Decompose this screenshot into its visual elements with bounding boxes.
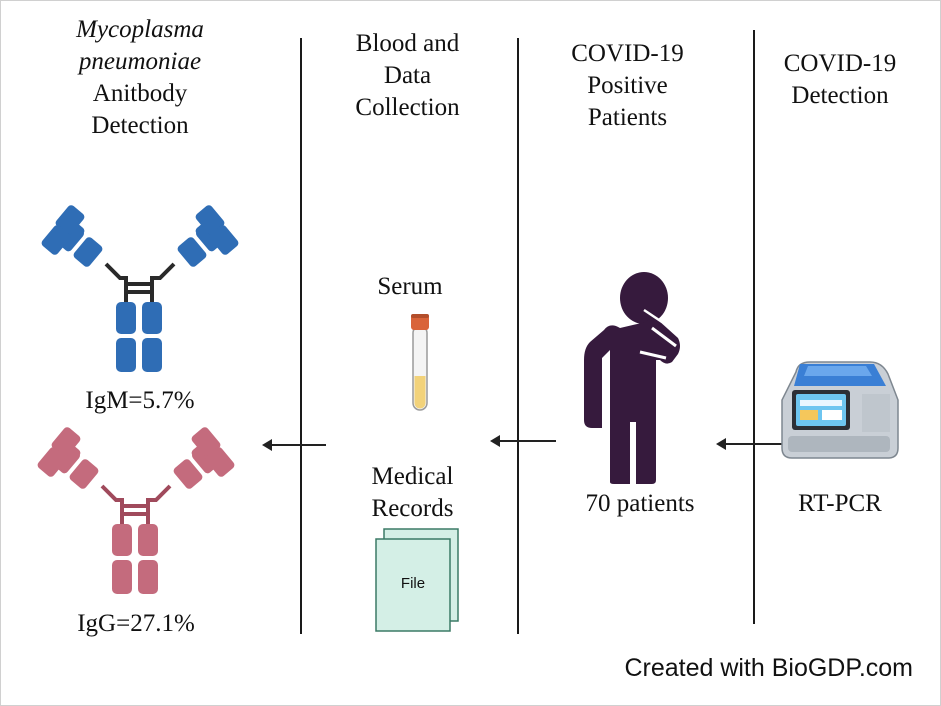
igg-label: IgG=27.1% [77,610,195,637]
title-line: Anitbody [92,80,188,107]
arrow-left-icon [716,438,782,450]
biogdp-credit: Created with BioGDP.com [624,654,913,682]
sick-patient-icon [584,272,680,484]
file-document-icon [375,528,459,632]
column-divider [753,30,755,624]
title-line: Mycoplasma [76,16,204,43]
column-title-blood-data-collection: Blood and Data Collection [310,28,505,124]
title-line: Detection [791,82,889,109]
column-divider [517,38,519,634]
column-divider [300,38,302,634]
arrow-left-icon [262,439,326,451]
title-line: COVID-19 [783,50,897,77]
rt-pcr-label: RT-PCR [798,490,882,517]
igm-antibody-icon [41,205,239,372]
pcr-machine-icon [781,361,899,459]
records-line: Records [371,495,454,522]
arrow-left-icon [490,435,556,447]
igg-antibody-icon [37,427,235,594]
column-title-covid-detection: COVID-19 Detection [760,48,920,112]
title-line: Blood and [355,30,460,57]
patient-count-label: 70 patients [585,490,695,517]
column-title-antibody-detection: Mycoplasma pneumoniae Anitbody Detection [30,14,250,142]
title-line: COVID-19 [571,40,684,67]
title-line: Patients [587,104,668,131]
records-line: Medical [371,463,454,490]
title-line: Collection [355,94,460,121]
medical-records-label: Medical Records [330,461,495,525]
igm-label: IgM=5.7% [85,387,195,414]
title-line: pneumoniae [78,48,202,75]
title-line: Data [383,62,432,89]
file-text: File [400,575,426,592]
serum-label: Serum [377,273,443,300]
serum-tube-icon [411,314,429,411]
title-line: Detection [91,112,189,139]
column-title-covid-positive-patients: COVID-19 Positive Patients [525,38,730,134]
title-line: Positive [587,72,668,99]
